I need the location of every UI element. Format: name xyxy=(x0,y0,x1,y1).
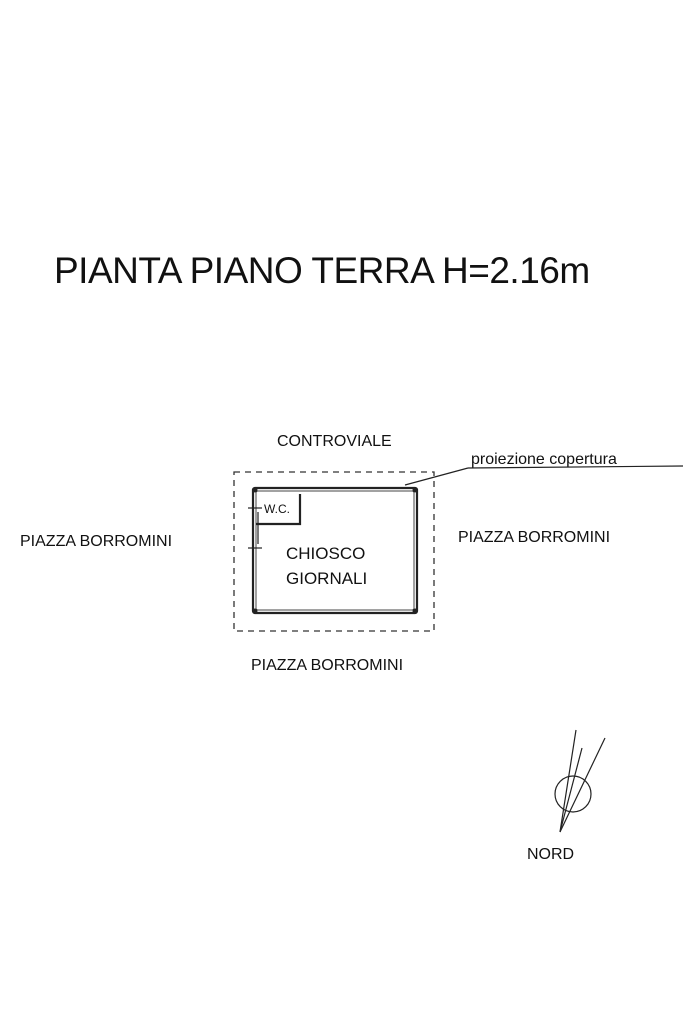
street-label-left: PIAZZA BORROMINI xyxy=(20,533,172,550)
door-markers xyxy=(248,507,262,549)
roof-projection-outline xyxy=(233,471,435,632)
north-label: NORD xyxy=(527,846,574,863)
street-label-top: CONTROVIALE xyxy=(277,433,392,450)
kiosk-label-line2: GIORNALI xyxy=(286,569,367,588)
wc-label: W.C. xyxy=(264,502,290,516)
kiosk-walls xyxy=(251,486,419,615)
kiosk-label-line1: CHIOSCO xyxy=(286,544,365,563)
roof-projection-label: proiezione copertura xyxy=(471,451,617,468)
street-label-bottom: PIAZZA BORROMINI xyxy=(251,657,403,674)
callout-underline xyxy=(467,465,683,469)
wc-room: W.C. xyxy=(256,494,302,526)
street-label-right: PIAZZA BORROMINI xyxy=(458,529,610,546)
callout-leader-line xyxy=(404,467,469,486)
plan-title: PIANTA PIANO TERRA H=2.16m xyxy=(54,250,590,291)
north-arrow-icon xyxy=(554,729,606,833)
